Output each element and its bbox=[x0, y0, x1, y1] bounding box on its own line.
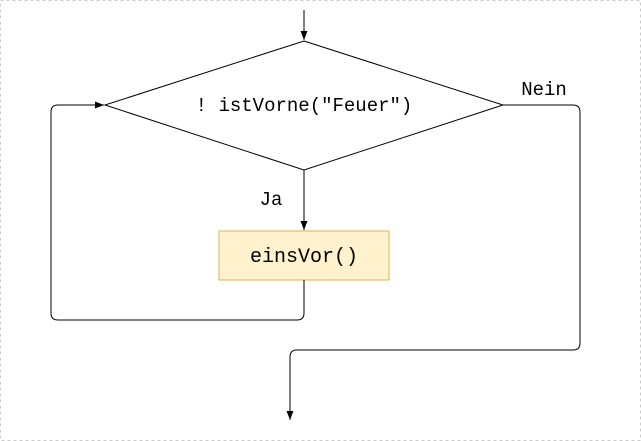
action-box bbox=[218, 230, 390, 281]
no-exit-arrow bbox=[286, 104, 581, 420]
action-label: einsVor() bbox=[250, 246, 358, 269]
loop-back-arrow bbox=[50, 101, 305, 321]
condition-label: ! istVorne("Feuer") bbox=[196, 95, 413, 117]
no-label: Nein bbox=[521, 79, 567, 101]
yes-label: Ja bbox=[260, 189, 283, 211]
